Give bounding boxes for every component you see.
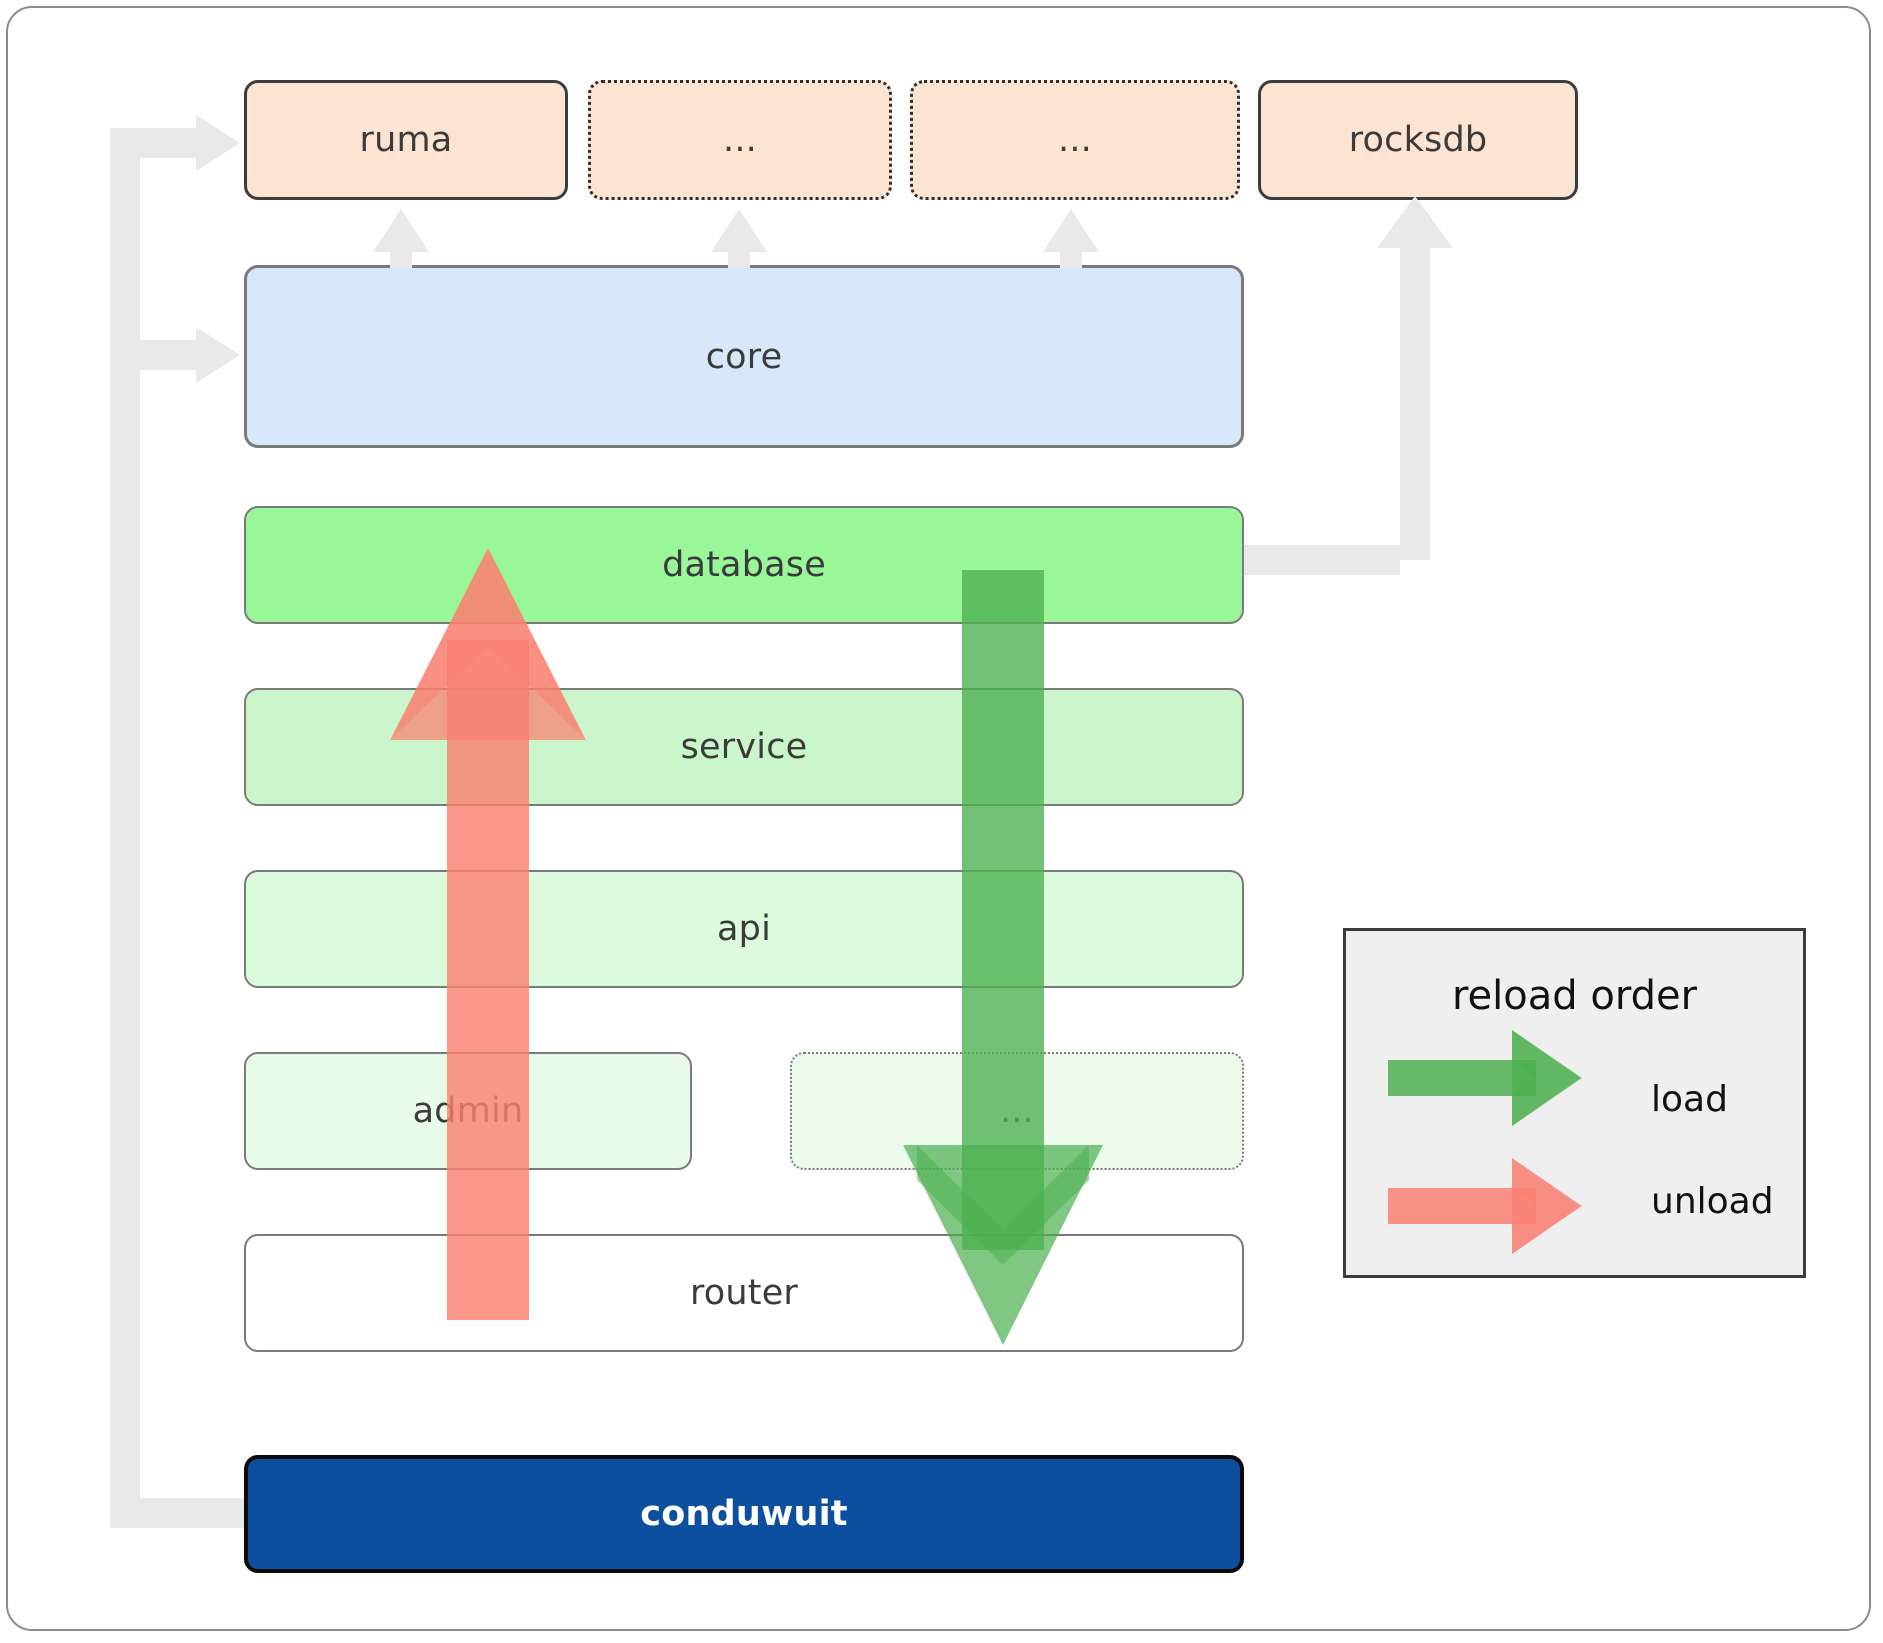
- connector-to-ruma-stem: [140, 128, 200, 158]
- box-database[interactable]: database: [244, 506, 1244, 624]
- box-ruma[interactable]: ruma: [244, 80, 568, 200]
- legend-label-unload: unload: [1651, 1181, 1774, 1222]
- connector-bottom-to-conduwuit: [110, 1498, 250, 1528]
- connector-left-trunk: [110, 128, 140, 1528]
- box-api[interactable]: api: [244, 870, 1244, 988]
- box-core[interactable]: core: [244, 265, 1244, 448]
- box-admin[interactable]: admin: [244, 1052, 692, 1170]
- legend-title: reload order: [1451, 973, 1698, 1019]
- box-ellipsis-2[interactable]: ...: [910, 80, 1240, 200]
- box-service[interactable]: service: [244, 688, 1244, 806]
- box-router[interactable]: router: [244, 1234, 1244, 1352]
- connector-rocksdb-vertical: [1400, 215, 1430, 560]
- box-conduwuit[interactable]: conduwuit: [244, 1455, 1244, 1573]
- connector-to-core-stem: [140, 340, 200, 370]
- box-ellipsis-1[interactable]: ...: [588, 80, 892, 200]
- diagram-frame: [6, 6, 1871, 1631]
- legend-label-load: load: [1651, 1079, 1728, 1120]
- legend-panel: reload order load unload: [1343, 928, 1806, 1278]
- box-rocksdb[interactable]: rocksdb: [1258, 80, 1578, 200]
- box-layer-ellipsis[interactable]: ...: [790, 1052, 1244, 1170]
